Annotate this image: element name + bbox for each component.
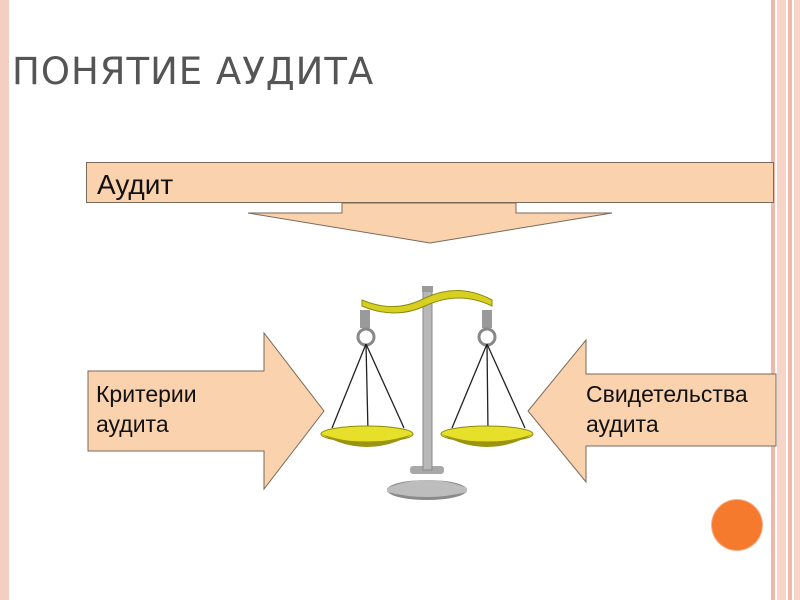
evidence-line2: аудита: [586, 411, 659, 437]
criteria-box: Критерии аудита: [88, 371, 264, 451]
accent-circle: [712, 500, 762, 550]
right-decor-stripes: [768, 0, 800, 600]
evidence-line1: Свидетельства: [586, 381, 748, 407]
scales-icon: [320, 286, 534, 500]
left-decor-stripe: [0, 0, 9, 600]
evidence-box: Свидетельства аудита: [586, 374, 776, 446]
down-arrow: [247, 202, 613, 244]
criteria-line2: аудита: [96, 411, 169, 437]
criteria-line1: Критерии: [96, 381, 197, 407]
audit-label: Аудит: [97, 169, 174, 200]
right-arrow: [87, 331, 325, 491]
page-title: ПОНЯТИЕ АУДИТА: [12, 50, 375, 93]
left-arrow: [527, 338, 777, 484]
audit-box: Аудит: [86, 162, 774, 203]
